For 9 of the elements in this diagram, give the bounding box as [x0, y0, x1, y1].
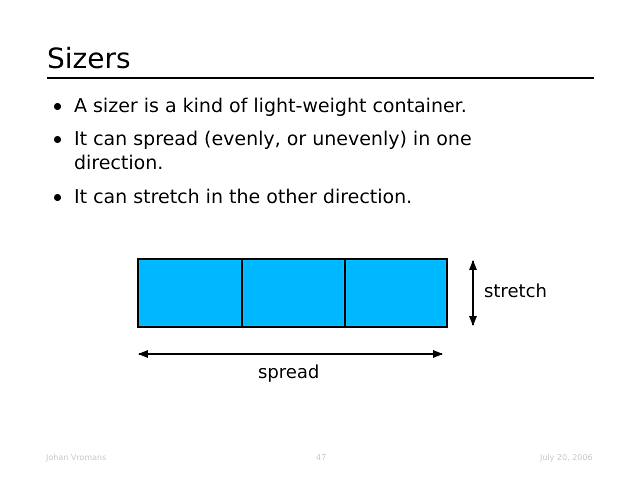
container-box	[137, 258, 243, 328]
slide-title: Sizers	[47, 41, 131, 77]
container-box	[344, 258, 448, 328]
container-box	[241, 258, 346, 328]
dimension-label: stretch	[484, 281, 547, 303]
dimension-label: spread	[258, 362, 320, 384]
bullet-text: It can stretch in the other direction.	[74, 185, 414, 209]
bullet-text: A sizer is a kind of light-weight container.	[74, 94, 468, 118]
bullet-text: It can spread (evenly, or unevenly) in one direction.	[74, 127, 473, 175]
